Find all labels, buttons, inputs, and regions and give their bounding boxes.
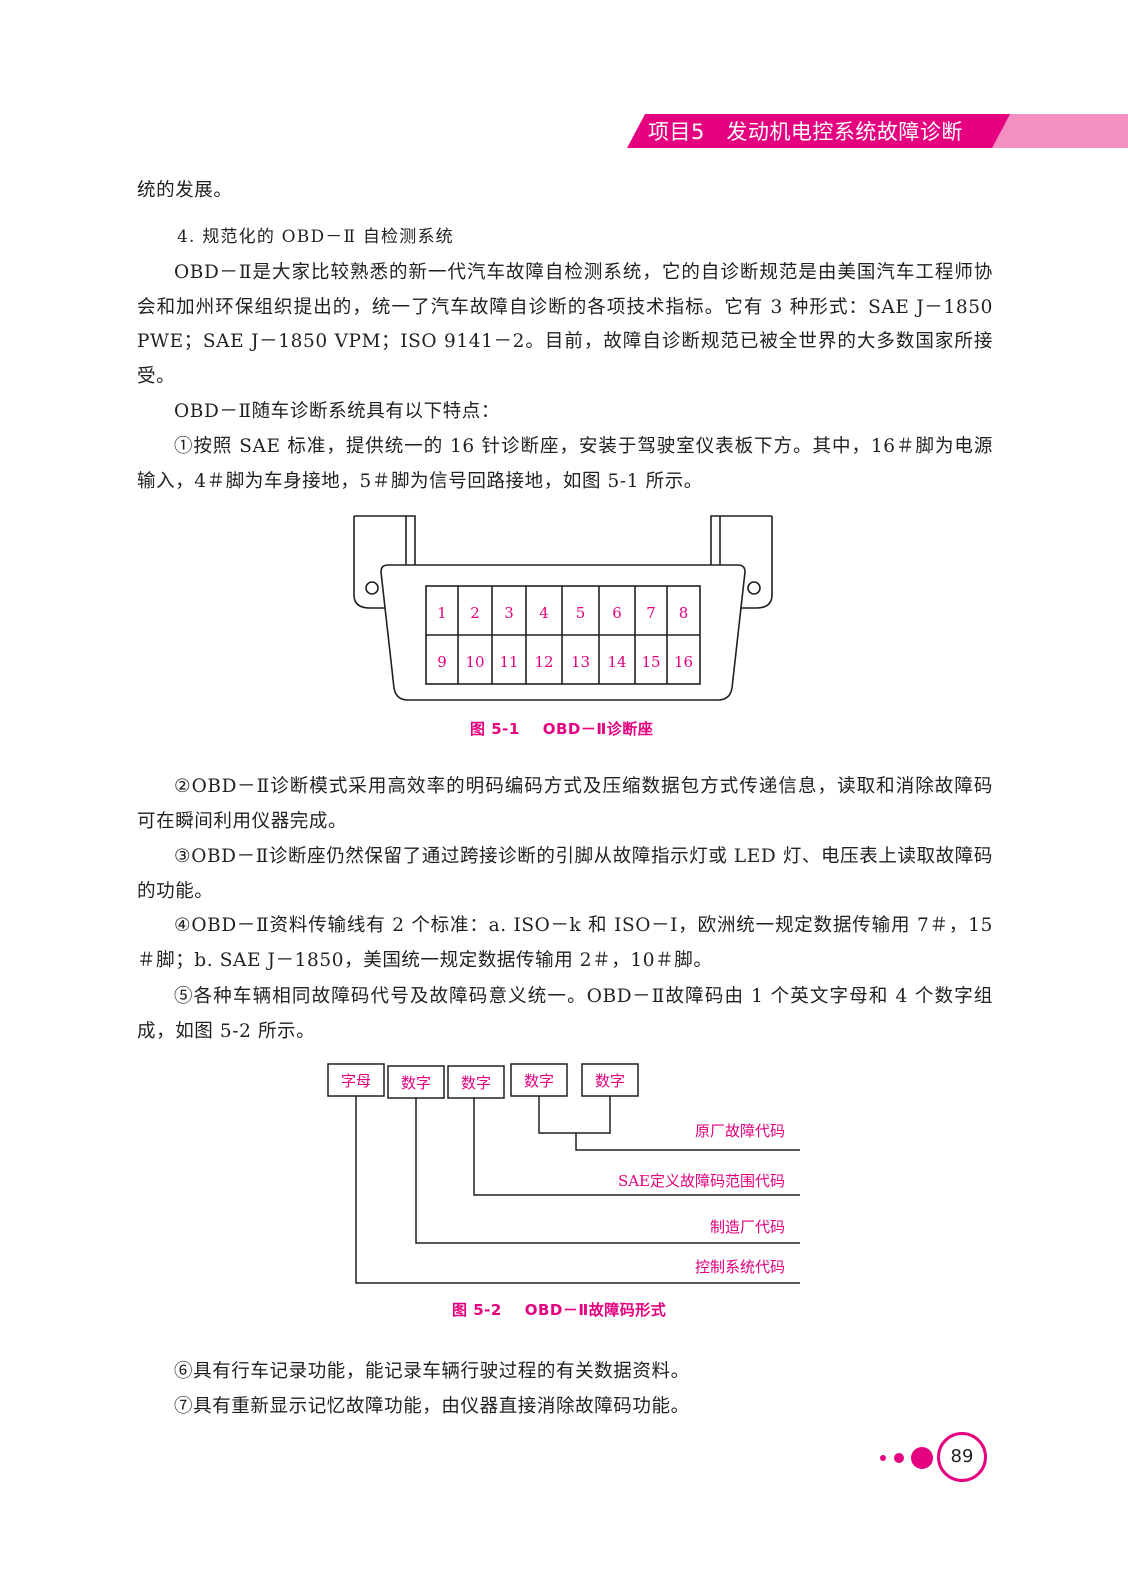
dtc-box-letter: 字母	[341, 1072, 371, 1090]
dtc-box-digit: 数字	[595, 1072, 625, 1090]
paragraph-feature-3: ③OBD－Ⅱ诊断座仍然保留了通过跨接诊断的引脚从故障指示灯或 LED 灯、电压表…	[137, 846, 993, 902]
pin-label-11: 11	[499, 653, 518, 671]
dtc-meaning-label: 控制系统代码	[695, 1258, 785, 1276]
paragraph-feature-4: ④OBD－Ⅱ资料传输线有 2 个标准：a. ISO－k 和 ISO－I，欧洲统一…	[137, 915, 993, 971]
page-dot-large	[911, 1447, 933, 1469]
dtc-box-digit: 数字	[524, 1072, 554, 1090]
page-number: 89	[937, 1432, 987, 1482]
pin-label-6: 6	[612, 604, 622, 622]
paragraph-features-lead: OBD－Ⅱ随车诊断系统具有以下特点：	[174, 401, 500, 422]
pin-label-12: 12	[534, 653, 553, 671]
pin-label-3: 3	[504, 604, 514, 622]
chapter-header-accent	[992, 114, 1128, 148]
dtc-box-digit: 数字	[461, 1074, 491, 1092]
pin-label-14: 14	[607, 653, 626, 671]
page-dot-medium	[894, 1453, 904, 1463]
pin-label-5: 5	[576, 604, 586, 622]
figure-5-1-caption: 图 5-1 OBD－Ⅱ诊断座	[470, 720, 654, 738]
section-heading: 4. 规范化的 OBD－Ⅱ 自检测系统	[177, 227, 454, 247]
pin-label-15: 15	[641, 653, 660, 671]
dtc-meaning-label: 制造厂代码	[710, 1218, 785, 1236]
paragraph-feature-1: ①按照 SAE 标准，提供统一的 16 针诊断座，安装于驾驶室仪表板下方。其中，…	[137, 436, 993, 492]
pin-label-7: 7	[646, 604, 656, 622]
paragraph-feature-5: ⑤各种车辆相同故障码代号及故障码意义统一。OBD－Ⅱ故障码由 1 个英文字母和 …	[137, 986, 993, 1042]
dtc-box-digit: 数字	[401, 1074, 431, 1092]
paragraph-feature-2: ②OBD－Ⅱ诊断模式采用高效率的明码编码方式及压缩数据包方式传递信息，读取和消除…	[137, 776, 993, 832]
page-dot-small	[880, 1455, 886, 1461]
paragraph-continuation: 统的发展。	[137, 180, 233, 201]
pin-label-2: 2	[470, 604, 480, 622]
pin-label-4: 4	[539, 604, 549, 622]
chapter-header-title: 项目5 发动机电控系统故障诊断	[648, 120, 963, 144]
paragraph-feature-6: ⑥具有行车记录功能，能记录车辆行驶过程的有关数据资料。	[174, 1361, 690, 1382]
pin-label-8: 8	[679, 604, 689, 622]
paragraph-obd-intro: OBD－Ⅱ是大家比较熟悉的新一代汽车故障自检测系统，它的自诊断规范是由美国汽车工…	[137, 262, 993, 388]
pin-label-1: 1	[437, 604, 447, 622]
pin-label-16: 16	[674, 653, 693, 671]
paragraph-feature-7: ⑦具有重新显示记忆故障功能，由仪器直接消除故障码功能。	[174, 1396, 690, 1417]
dtc-meaning-label: SAE定义故障码范围代码	[618, 1172, 785, 1190]
pin-label-10: 10	[465, 653, 484, 671]
figure-5-2-caption: 图 5-2 OBD－Ⅱ故障码形式	[452, 1301, 667, 1319]
pin-label-13: 13	[571, 653, 590, 671]
dtc-meaning-label: 原厂故障代码	[695, 1122, 785, 1140]
pin-label-9: 9	[437, 653, 447, 671]
